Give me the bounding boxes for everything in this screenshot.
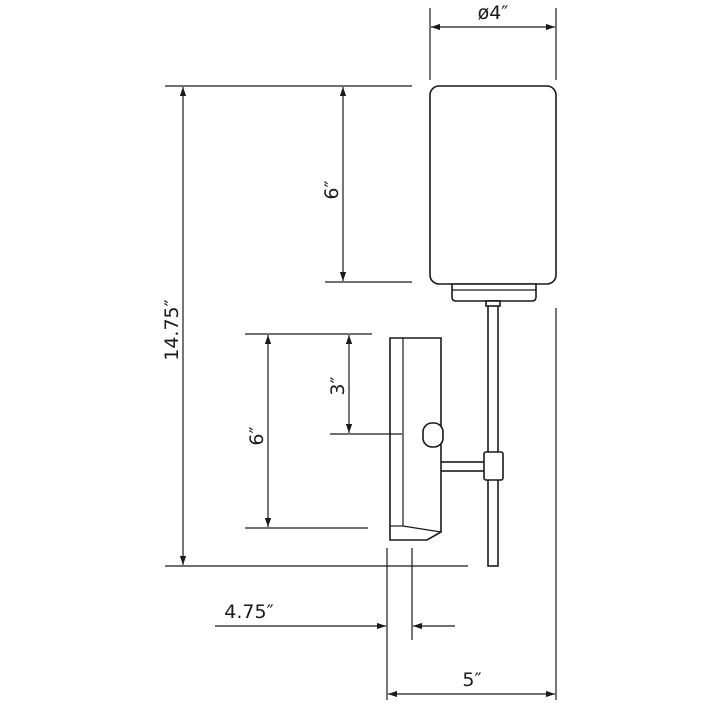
dimension-lines <box>179 23 555 698</box>
label-shade-diameter: ø4″ <box>478 2 509 24</box>
label-overall-height: 14.75″ <box>161 299 183 361</box>
shade-holder <box>451 283 537 302</box>
extension-lines <box>165 8 557 700</box>
glass-shade <box>429 85 557 285</box>
fixture <box>389 85 557 567</box>
label-shade-height: 6″ <box>321 180 343 199</box>
mounting-knob <box>422 422 444 448</box>
label-center-offset: 3″ <box>327 376 349 395</box>
stem-rod <box>487 300 499 567</box>
label-overall-extension: 5″ <box>462 669 481 691</box>
dimension-labels: ø4″ 14.75″ 6″ 3″ 6″ 4.75″ 5″ <box>161 2 508 691</box>
knuckle-joint <box>483 451 504 481</box>
label-backplate-height: 6″ <box>246 426 268 445</box>
label-backplate-depth: 4.75″ <box>224 601 273 623</box>
